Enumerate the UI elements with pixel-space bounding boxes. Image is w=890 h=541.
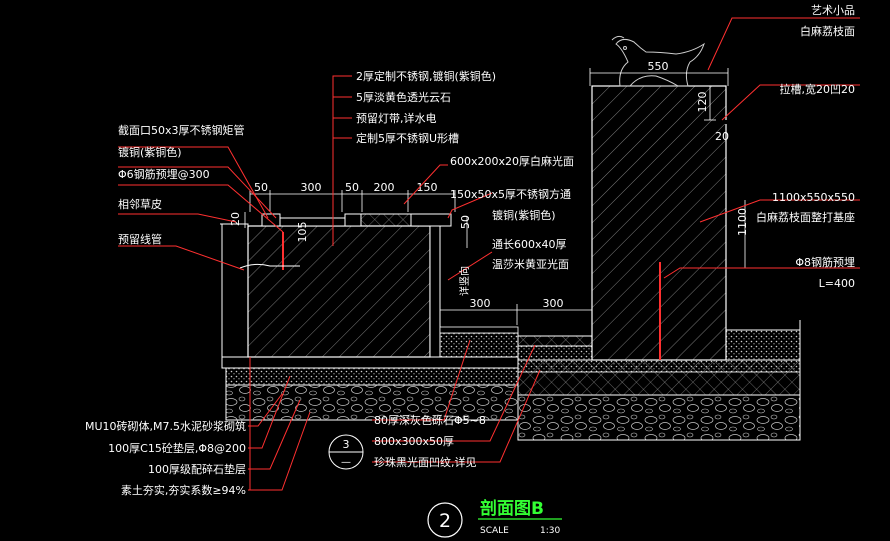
title-circle — [427, 502, 463, 538]
note-gravel-80: 80厚深灰色砾石Φ5~8 — [374, 413, 486, 427]
conduit — [239, 263, 300, 269]
note-granite-600: 600x200x20厚白麻光面 — [450, 154, 574, 168]
note-groove: 拉槽,宽20凹20 — [780, 82, 856, 96]
dim-120: 120 — [696, 92, 709, 113]
leader-lines — [118, 17, 860, 491]
note-soil-compact: 素土夯实,夯实系数≥94% — [121, 483, 246, 497]
note-rebar-phi6: Φ6钢筋预埋@300 — [118, 167, 210, 181]
concrete-pad-left — [225, 367, 519, 386]
note-pearl-black: 珍珠黑光面凹纹,详见 — [374, 455, 477, 469]
scale-value: 1:30 — [540, 526, 560, 536]
note-see-vertical: 详竖向 — [458, 266, 471, 296]
note-gravel-100: 100厚级配碎石垫层 — [148, 462, 246, 476]
mortar-bed — [221, 356, 519, 369]
dim-50-mid: 50 — [345, 181, 359, 194]
granite-cap — [360, 213, 412, 227]
note-u-channel: 定制5厚不锈钢U形槽 — [356, 131, 459, 145]
dim-1100: 1100 — [736, 208, 749, 236]
note-block-carved: 白麻荔枝面整打基座 — [756, 210, 855, 224]
dim-20-right: 20 — [715, 130, 729, 143]
lawn-edge — [220, 223, 249, 226]
callout-number: 3 — [343, 438, 350, 451]
note-block-1100: 1100x550x550 — [772, 191, 855, 204]
note-tube-50x3: 截面口50x3厚不锈钢矩管 — [118, 123, 245, 137]
paving-slab — [517, 335, 593, 347]
note-brick-mu10: MU10砖砌体,M7.5水泥砂浆砌筑 — [85, 419, 246, 433]
gravel-strip — [439, 332, 519, 358]
note-copper-right: 镀铜(紫铜色) — [492, 208, 556, 222]
note-steel-2mm: 2厚定制不锈钢,镀铜(紫铜色) — [356, 69, 496, 83]
coping-mid — [344, 213, 362, 227]
rubble-base-right — [517, 394, 801, 441]
title-number: 2 — [439, 510, 451, 532]
paving-right — [725, 329, 801, 361]
annotation-texts: 艺术小品 白麻荔枝面 2厚定制不锈钢,镀铜(紫铜色) 5厚淡黄色透光云石 预留灯… — [85, 4, 855, 497]
dim-200: 200 — [374, 181, 395, 194]
note-rebar-phi8: Φ8钢筋预埋 — [795, 255, 855, 269]
dim-50-left: 50 — [254, 181, 268, 194]
square-tube — [410, 213, 452, 227]
dog-sculpture — [611, 35, 705, 87]
dim-50-vert: 50 — [459, 215, 472, 229]
note-art-piece: 艺术小品 — [811, 4, 855, 17]
section-geometry — [220, 35, 801, 441]
note-square-tube-150: 150x50x5厚不锈钢方通 — [450, 187, 571, 201]
note-adjacent-lawn: 相邻草皮 — [118, 198, 162, 211]
dim-300-top: 300 — [301, 181, 322, 194]
dimension-texts: 50 300 50 200 150 20 105 50 300 300 550 … — [229, 60, 749, 310]
edge-slab — [439, 326, 519, 334]
title-text: 剖面图B — [480, 498, 544, 519]
dim-105: 105 — [296, 222, 309, 243]
light-trough — [279, 217, 346, 227]
note-slab-800: 800x300x50厚 — [374, 435, 454, 448]
drawing-title: 2 剖面图B SCALE 1:30 — [427, 498, 562, 538]
note-long-600x40: 通长600x40厚 — [492, 238, 567, 251]
scale-label: SCALE — [480, 526, 509, 536]
note-reserved-conduit: 预留线管 — [118, 232, 162, 246]
note-copper-left: 镀铜(紫铜色) — [118, 145, 182, 159]
dim-300-lower-right: 300 — [543, 297, 564, 310]
wall-cladding — [429, 225, 441, 358]
note-reserved-light: 预留灯带,详水电 — [356, 111, 437, 125]
note-rust-yellow: 温莎米黄亚光面 — [492, 257, 569, 271]
note-white-marble-top: 白麻荔枝面 — [800, 24, 855, 38]
dim-20-left: 20 — [229, 212, 242, 226]
detail-callout: 3 — — [328, 434, 364, 470]
dim-300-lower-left: 300 — [470, 297, 491, 310]
note-rebar-length: L=400 — [819, 277, 855, 290]
dim-550: 550 — [648, 60, 669, 73]
brick-wall — [247, 225, 431, 358]
note-cloud-stone: 5厚淡黄色透光云石 — [356, 90, 451, 104]
note-concrete-c15: 100厚C15砼垫层,Φ8@200 — [108, 441, 246, 455]
callout-dash: — — [341, 457, 351, 468]
